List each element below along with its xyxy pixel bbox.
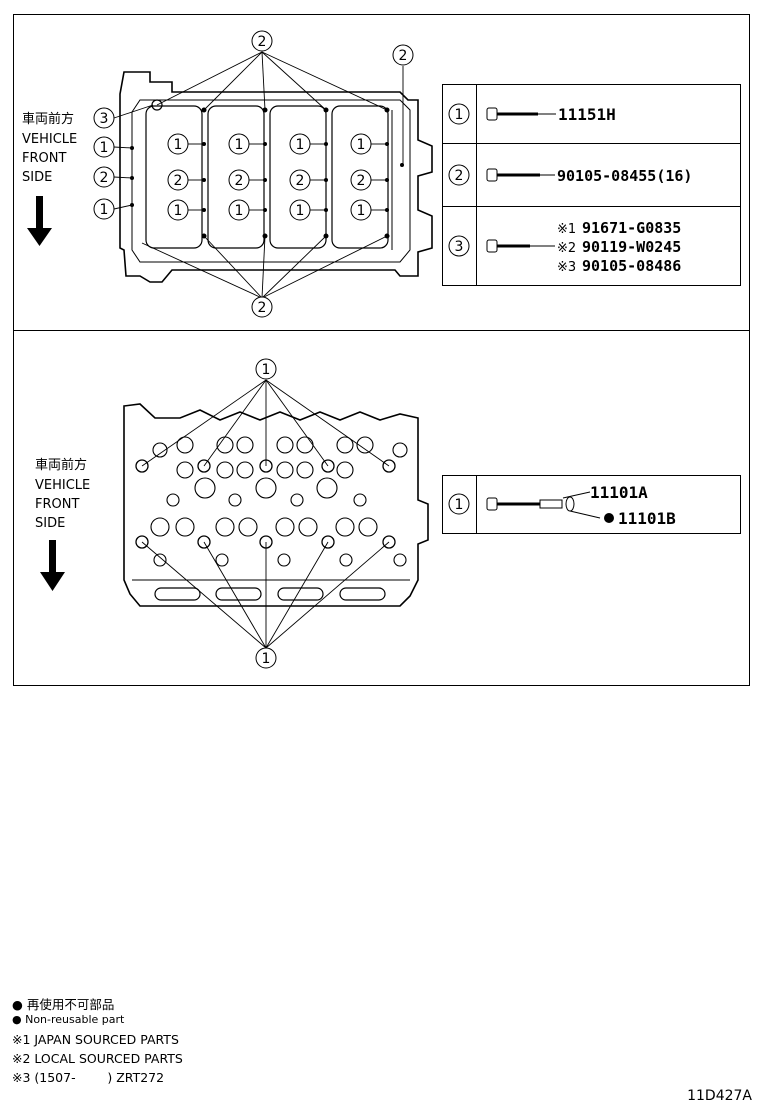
mark-1: ※1 (557, 222, 576, 237)
cylinder-bay-2 (207, 105, 265, 249)
drawing-code: 11D427A (687, 1088, 752, 1104)
svg-text:3: 3 (100, 111, 109, 127)
direction-en-label-1: VEHICLE (35, 478, 90, 493)
part-number-90105-08486: 90105-08486 (582, 257, 681, 275)
note-japan-sourced: ※1 JAPAN SOURCED PARTS (12, 1032, 179, 1047)
mark-3: ※3 (557, 260, 576, 275)
svg-text:1: 1 (100, 140, 109, 156)
cylinder-bay-3 (269, 105, 327, 249)
svg-text:1: 1 (235, 203, 244, 219)
legend-ref-1: 1 (455, 497, 464, 513)
svg-text:2: 2 (100, 170, 109, 186)
svg-text:1: 1 (296, 137, 305, 153)
part-number-11101B: 11101B (618, 509, 676, 528)
legend-ref-1: 1 (455, 107, 464, 123)
bolt-icon (486, 168, 555, 182)
svg-text:2: 2 (296, 173, 305, 189)
cam-housing-outline (119, 71, 433, 283)
svg-text:2: 2 (357, 173, 366, 189)
part-number-90119-W0245: 90119-W0245 (582, 238, 681, 256)
legend-table-bottom: 1 11101A 11101B (442, 475, 741, 534)
direction-en-label-3: SIDE (22, 170, 52, 185)
note-non-reusable-jp: ● 再使用不可部品 (12, 997, 115, 1012)
direction-en-label-3: SIDE (35, 516, 65, 531)
direction-jp-label: 車両前方 (35, 457, 87, 473)
svg-text:2: 2 (258, 34, 267, 50)
leaders-bottom (141, 379, 390, 649)
callouts-bottom (255, 358, 277, 669)
diagram-frame (13, 14, 750, 686)
note-non-reusable-en: ● Non-reusable part (12, 1013, 125, 1026)
legend-ref-3: 3 (455, 239, 464, 255)
bolt-icon (486, 107, 556, 121)
legend-ref-2: 2 (455, 168, 464, 184)
svg-text:1: 1 (357, 203, 366, 219)
svg-text:2: 2 (235, 173, 244, 189)
cylinder-bay-1 (145, 105, 203, 249)
callouts-top (93, 30, 414, 318)
svg-text:1: 1 (174, 137, 183, 153)
svg-text:1: 1 (174, 203, 183, 219)
cylinder-bay-4 (331, 105, 389, 249)
leaders-top (113, 51, 404, 299)
valve-holes (150, 436, 408, 567)
svg-text:1: 1 (296, 203, 305, 219)
direction-en-label-2: FRONT (22, 151, 66, 166)
bolt-icon (486, 491, 601, 519)
bolt-icon (486, 239, 555, 253)
legend-table-top: 1 2 3 11151H 90105-08455(16) ※1 91671-G0… (442, 84, 741, 286)
svg-text:1: 1 (235, 137, 244, 153)
exhaust-ports (154, 587, 386, 601)
cylinder-head-outline (123, 403, 429, 607)
svg-text:2: 2 (399, 48, 408, 64)
panel-top: 車両前方 VEHICLE FRONT SIDE (22, 30, 741, 318)
direction-en-label-1: VEHICLE (22, 132, 77, 147)
part-number-11101A: 11101A (590, 483, 648, 502)
note-zrt272: ※3 (1507- ) ZRT272 (12, 1070, 165, 1085)
part-number-90105-08455: 90105-08455(16) (557, 167, 692, 185)
callout-numbers-top: 2 2 2 3 1 2 1 1 1 1 1 2 2 2 2 1 1 1 1 (100, 34, 408, 316)
mark-2: ※2 (557, 241, 576, 256)
direction-en-label-2: FRONT (35, 497, 79, 512)
svg-text:2: 2 (258, 300, 267, 316)
part-number-11151H: 11151H (558, 105, 616, 124)
part-number-91671-G0835: 91671-G0835 (582, 219, 681, 237)
note-local-sourced: ※2 LOCAL SOURCED PARTS (12, 1051, 183, 1066)
panel-bottom: 車両前方 VEHICLE FRONT SIDE (35, 358, 741, 669)
svg-text:1: 1 (262, 651, 271, 667)
svg-text:1: 1 (100, 202, 109, 218)
svg-text:2: 2 (174, 173, 183, 189)
svg-text:1: 1 (357, 137, 366, 153)
svg-text:1: 1 (262, 362, 271, 378)
direction-jp-label: 車両前方 (22, 111, 74, 127)
down-arrow-icon (27, 196, 52, 246)
non-reusable-marker (604, 513, 614, 523)
down-arrow-icon (40, 540, 65, 591)
callout-numbers-bottom: 1 1 (262, 362, 271, 667)
